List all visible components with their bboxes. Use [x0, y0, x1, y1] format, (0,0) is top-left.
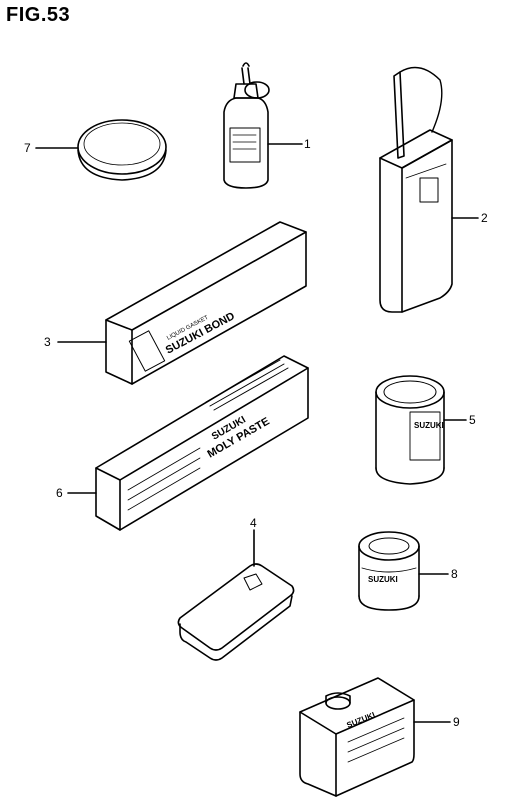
callout-1: 1 [304, 137, 311, 151]
can5-brand-text: SUZUKI [414, 421, 444, 430]
can8-brand-text: SUZUKI [368, 575, 398, 584]
part-3-bond-box: LIQUID GASKET SUZUKI BOND [105, 221, 307, 385]
part-5-cylinder-can: SUZUKI [375, 375, 445, 485]
part-4-small-box [177, 563, 295, 661]
callout-3: 3 [44, 335, 51, 349]
callout-4: 4 [250, 516, 257, 530]
part-1-oil-bottle [223, 62, 270, 189]
part-7-round-container [77, 119, 167, 181]
callout-8: 8 [451, 567, 458, 581]
callout-2: 2 [481, 211, 488, 225]
part-9-rect-can: SUZUKI [299, 677, 415, 797]
part-2-tall-can [379, 66, 453, 313]
callout-7: 7 [24, 141, 31, 155]
can9-brand-text: SUZUKI [345, 710, 376, 730]
figure-title: FIG.53 [6, 4, 71, 26]
part-8-round-tin: SUZUKI [358, 531, 420, 611]
callout-5: 5 [469, 413, 476, 427]
callout-9: 9 [453, 715, 460, 729]
callout-6: 6 [56, 486, 63, 500]
